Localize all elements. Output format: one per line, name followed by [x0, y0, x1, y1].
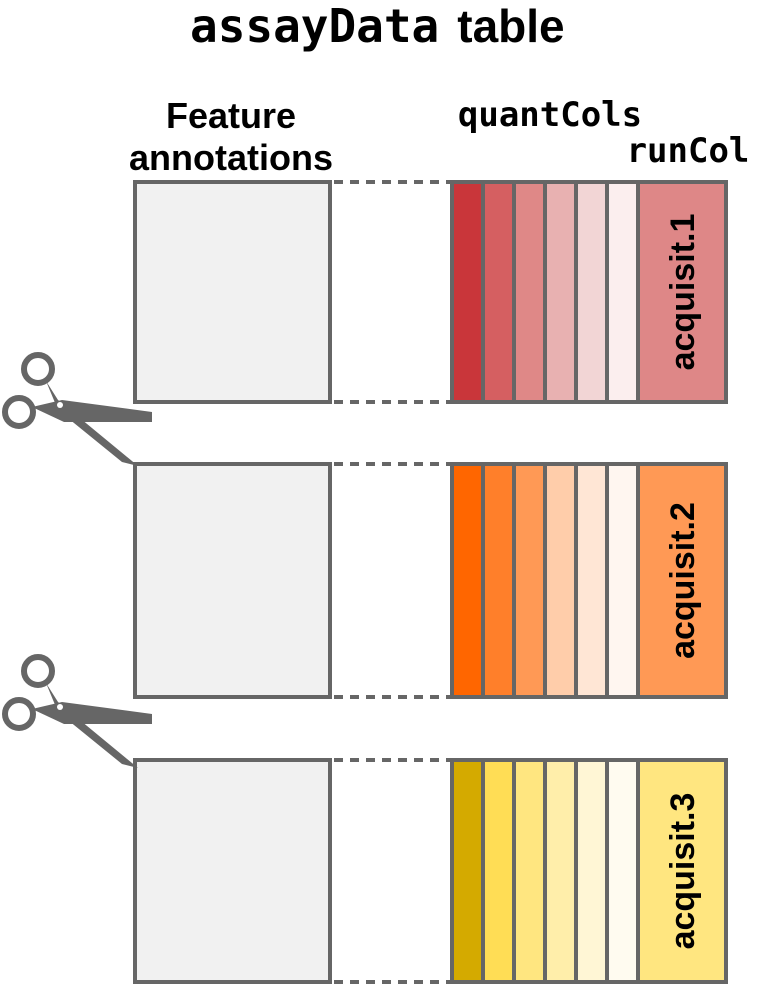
feature-annotations-box: [133, 462, 332, 699]
title-word: table: [457, 0, 564, 52]
feature-annotations-box: [133, 180, 332, 404]
quant-column: [605, 180, 640, 404]
diagram-title: assayData table: [190, 0, 565, 53]
quant-column: [605, 758, 640, 984]
quant-column: [543, 758, 578, 984]
quant-column: [481, 180, 516, 404]
quant-column: [450, 180, 485, 404]
run-column: [636, 180, 728, 404]
quant-column: [574, 758, 609, 984]
quant-column: [543, 462, 578, 699]
scissors-icon: [2, 654, 152, 768]
feature-annotations-box: [133, 758, 332, 984]
quant-column: [574, 180, 609, 404]
run-label: acquisit.3: [664, 793, 702, 950]
quant-column: [543, 180, 578, 404]
quant-column: [574, 462, 609, 699]
run-label: acquisit.1: [664, 214, 702, 371]
run-block: acquisit.1: [133, 180, 728, 404]
quant-column: [450, 462, 485, 699]
run-block: acquisit.3: [133, 758, 728, 984]
quant-column: [481, 758, 516, 984]
quant-column: [605, 462, 640, 699]
quant-column: [512, 462, 547, 699]
quant-column: [481, 462, 516, 699]
run-column: [636, 462, 728, 699]
quant-column: [512, 180, 547, 404]
runcol-label: runCol: [627, 131, 750, 171]
quantcols-label: quantCols: [458, 95, 642, 135]
run-label: acquisit.2: [664, 502, 702, 659]
quant-column: [450, 758, 485, 984]
run-blocks: acquisit.1 acquisit.2 acquisit.3: [133, 180, 728, 984]
run-block: acquisit.2: [133, 462, 728, 699]
run-column: [636, 758, 728, 984]
title-code: assayData: [190, 0, 439, 53]
scissors-icon: [2, 352, 152, 466]
feature-annotations-label-line1: Feature: [166, 95, 296, 136]
quant-column: [512, 758, 547, 984]
feature-annotations-label-line2: annotations: [129, 137, 333, 178]
